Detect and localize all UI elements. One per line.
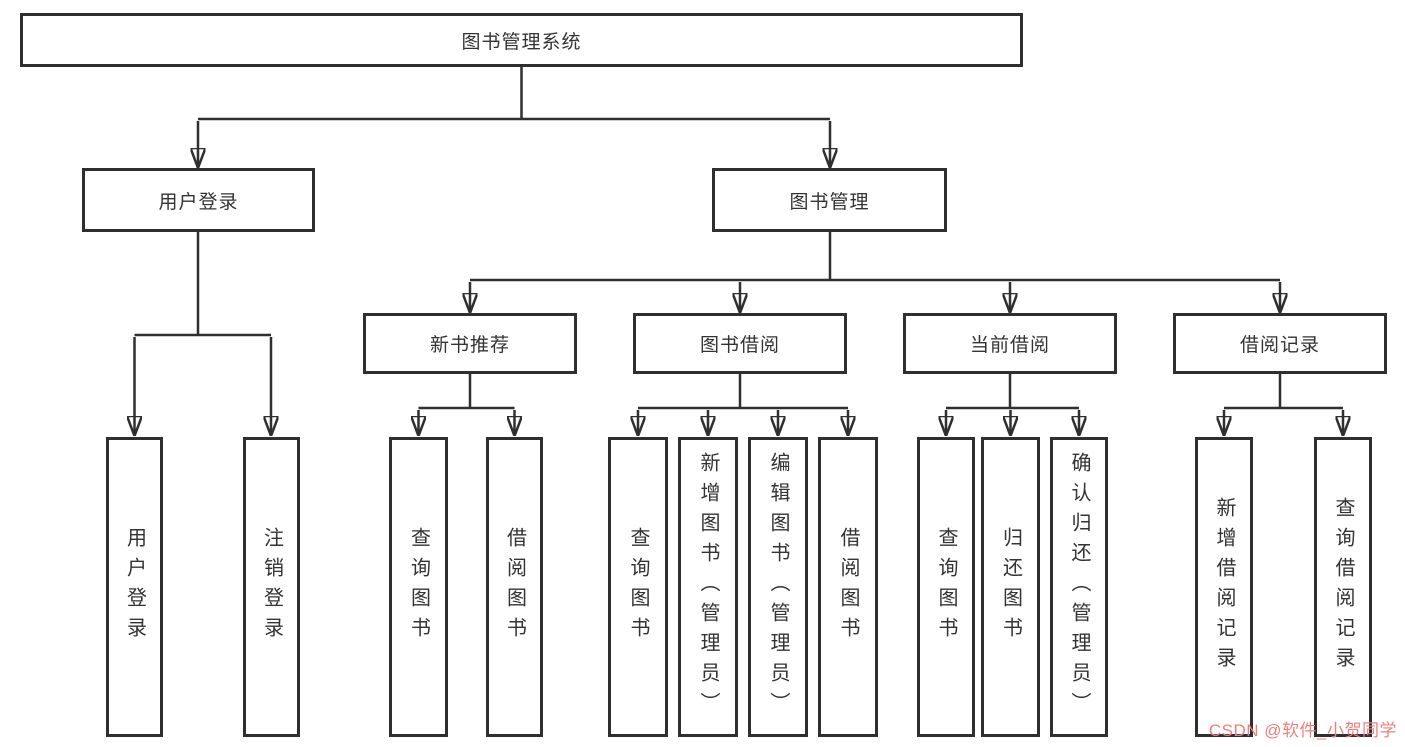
leaf-bb-query-book: 查询图书: [608, 437, 668, 737]
node-label: 归还图书: [999, 527, 1022, 647]
node-borrow-records: 借阅记录: [1173, 313, 1387, 374]
node-book-borrow: 图书借阅: [633, 313, 847, 374]
leaf-user-login: 用户登录: [106, 437, 163, 737]
leaf-nb-query-book: 查询图书: [389, 437, 448, 737]
node-library-system: 图书管理系统: [20, 13, 1023, 67]
leaf-bb-add-book-admin: 新增图书（管理员）: [678, 437, 738, 737]
node-label: 图书借阅: [699, 335, 780, 356]
leaf-cb-return-book: 归还图书: [981, 437, 1040, 737]
node-label: 编辑图书（管理员）: [767, 452, 789, 722]
node-label: 当前借阅: [969, 335, 1050, 356]
node-label: 借阅图书: [503, 527, 526, 647]
node-label: 查询图书: [407, 527, 430, 647]
node-label: 借阅记录: [1239, 335, 1320, 356]
node-label: 确认归还（管理员）: [1068, 452, 1090, 722]
leaf-cb-confirm-return-admin: 确认归还（管理员）: [1050, 437, 1108, 737]
leaf-br-query-record: 查询借阅记录: [1314, 437, 1372, 737]
leaf-cb-query-book: 查询图书: [917, 437, 975, 737]
node-user-login: 用户登录: [82, 168, 315, 232]
node-label: 用户登录: [123, 527, 146, 647]
node-label: 注销登录: [260, 527, 283, 647]
leaf-br-add-record: 新增借阅记录: [1195, 437, 1253, 737]
node-current-borrow: 当前借阅: [903, 313, 1117, 374]
node-label: 借阅图书: [837, 527, 859, 647]
leaf-nb-borrow-book: 借阅图书: [486, 437, 543, 737]
node-label: 图书管理系统: [461, 31, 582, 53]
node-new-book-recommend: 新书推荐: [363, 313, 577, 374]
node-label: 查询图书: [935, 527, 957, 647]
node-label: 图书管理: [789, 191, 870, 213]
node-label: 查询借阅记录: [1332, 497, 1354, 677]
node-label: 新增图书（管理员）: [697, 452, 719, 722]
node-label: 新书推荐: [429, 335, 510, 356]
leaf-bb-borrow-book: 借阅图书: [818, 437, 878, 737]
watermark: CSDN @软件_小贺同学: [1208, 721, 1397, 740]
leaf-bb-edit-book-admin: 编辑图书（管理员）: [748, 437, 808, 737]
node-label: 用户登录: [158, 191, 239, 213]
node-book-management: 图书管理: [712, 168, 947, 232]
node-label: 查询图书: [627, 527, 649, 647]
node-label: 新增借阅记录: [1213, 497, 1235, 677]
leaf-logout: 注销登录: [243, 437, 300, 737]
